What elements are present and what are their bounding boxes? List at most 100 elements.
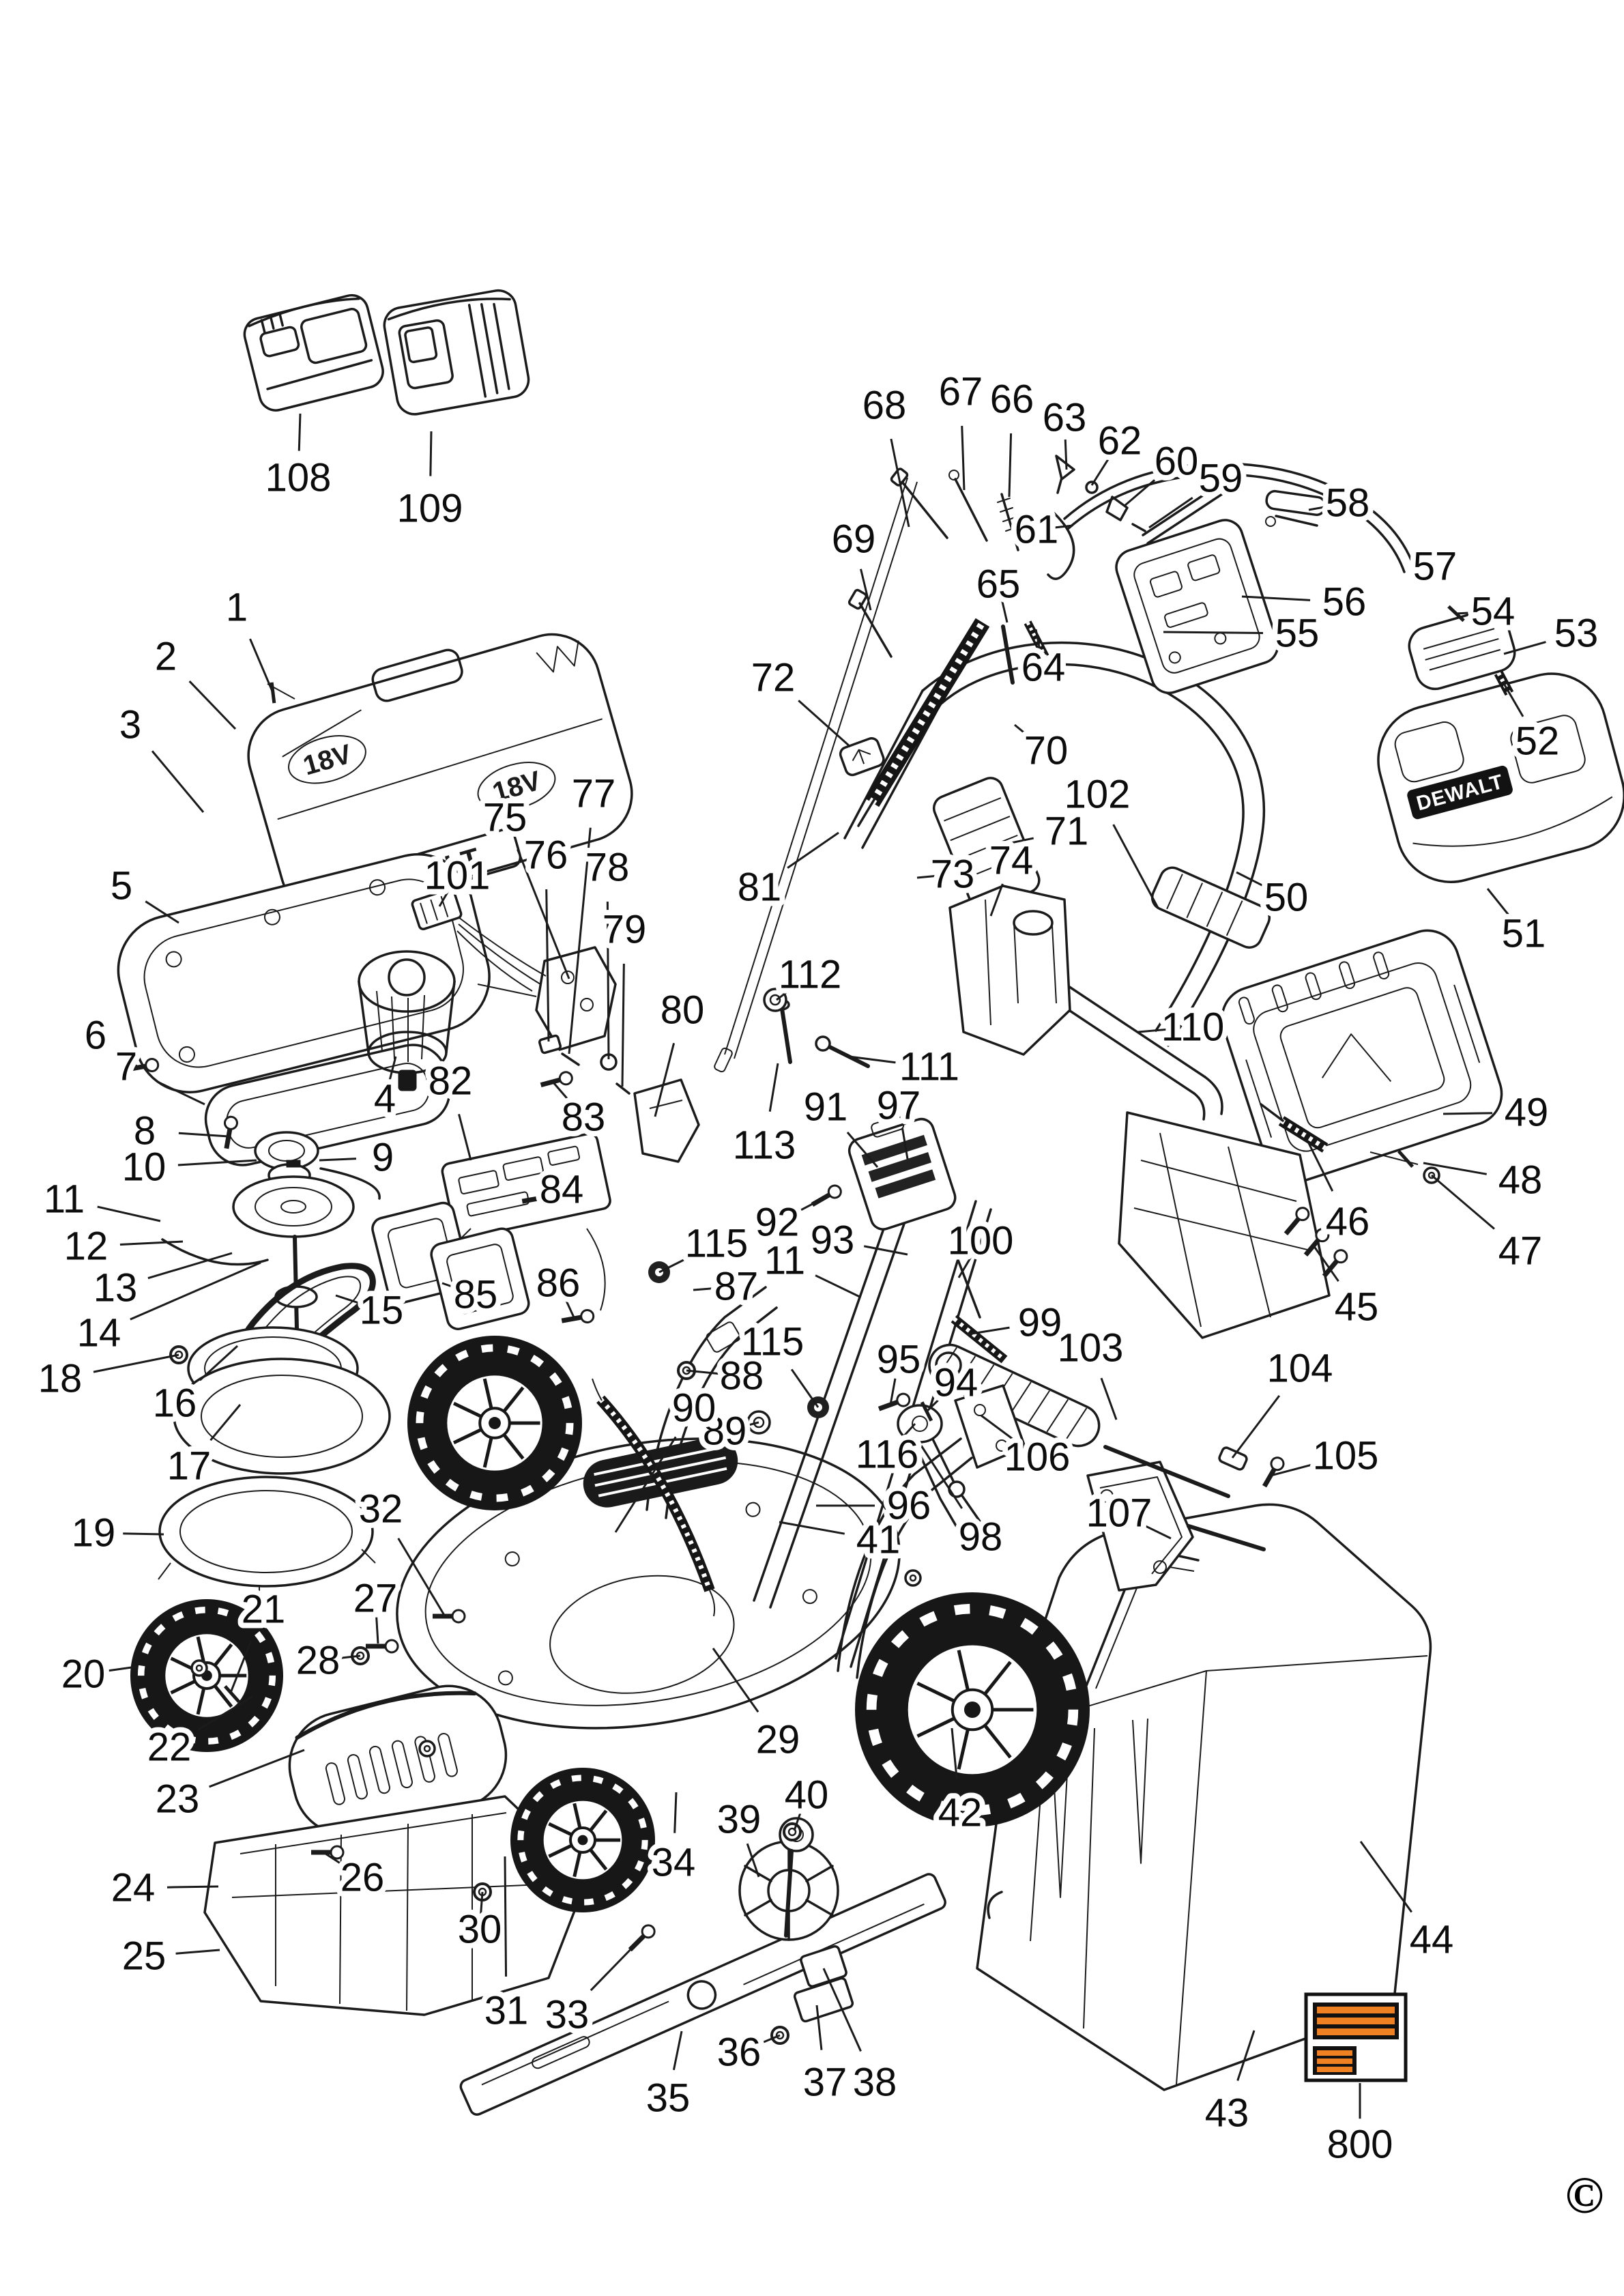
leader-line-52	[1502, 682, 1524, 717]
hardware-s	[521, 1190, 555, 1205]
leader-line-98	[920, 1445, 963, 1509]
leader-line-50	[1236, 871, 1266, 888]
part-label-20: 20	[61, 1652, 106, 1697]
coiled-cable	[592, 1378, 716, 1617]
part-label-86: 86	[536, 1261, 581, 1306]
lever-63	[1055, 455, 1075, 494]
leader-line-2	[188, 680, 237, 730]
part-label-116: 116	[856, 1433, 918, 1477]
spacer-104	[1218, 1446, 1248, 1471]
part-label-49: 49	[1505, 1091, 1549, 1135]
leader-line-21	[229, 1640, 252, 1693]
part-label-103: 103	[1058, 1326, 1124, 1371]
hardware-n	[783, 1822, 802, 1841]
leader-line-86	[564, 1297, 575, 1318]
leader-line-115	[790, 1368, 820, 1408]
part-label-89: 89	[703, 1409, 747, 1454]
leader-line-105	[1270, 1463, 1315, 1477]
leader-line-91	[846, 1131, 879, 1168]
hardware-s	[311, 1845, 345, 1860]
leader-line-22	[197, 1695, 253, 1731]
leader-line-69	[860, 569, 872, 611]
part-label-53: 53	[1554, 612, 1599, 656]
copyright-symbol: ©	[1565, 2167, 1604, 2224]
part-label-96: 96	[887, 1484, 931, 1528]
part-label-15: 15	[360, 1289, 404, 1333]
part-label-93: 93	[811, 1218, 855, 1263]
part-label-87: 87	[714, 1265, 759, 1309]
part-label-84: 84	[540, 1168, 584, 1212]
part-label-36: 36	[717, 2030, 762, 2075]
part-label-80: 80	[661, 988, 705, 1033]
roller-axle	[1103, 1445, 1230, 1498]
part-label-13: 13	[93, 1266, 138, 1310]
leader-line-112	[776, 984, 797, 1001]
part-label-107: 107	[1086, 1491, 1152, 1536]
leader-line-51	[1486, 888, 1509, 916]
leader-line-45	[1312, 1245, 1339, 1282]
part-label-54: 54	[1471, 590, 1516, 634]
leader-line-71	[987, 837, 1034, 849]
leader-line-54	[1455, 611, 1478, 615]
motor	[358, 950, 456, 1091]
handle-housing: DEWALT	[1377, 672, 1624, 883]
controller-pcb	[441, 1132, 611, 1240]
part-label-111: 111	[899, 1045, 959, 1089]
leader-line-94	[925, 1394, 944, 1413]
leader-line-115	[658, 1254, 693, 1274]
battery-85-b	[430, 1227, 530, 1330]
leader-line-106	[981, 1414, 1015, 1441]
discharge-deflector	[948, 885, 1071, 1056]
leader-line-13	[147, 1252, 233, 1280]
switch-console	[1115, 519, 1279, 694]
part-label-108: 108	[265, 456, 332, 500]
part-label-62: 62	[1098, 419, 1142, 463]
leader-line-67	[961, 425, 966, 491]
leader-line-84	[534, 1192, 551, 1201]
part-label-66: 66	[990, 377, 1034, 422]
leader-line-7	[156, 1080, 205, 1106]
hardware-p	[223, 1684, 241, 1704]
part-labels: 1234567891011111213141516171819202122232…	[33, 364, 1604, 2172]
blade-insulator	[793, 1977, 854, 2023]
leader-line-59	[1148, 497, 1193, 529]
part-label-105: 105	[1313, 1434, 1379, 1478]
leader-line-10	[177, 1159, 257, 1166]
part-label-48: 48	[1498, 1158, 1543, 1203]
hardware-s	[811, 1184, 842, 1207]
part-label-115: 115	[685, 1222, 748, 1266]
leader-line-68	[890, 438, 910, 528]
leader-line-5	[145, 900, 179, 924]
leader-line-25	[175, 1949, 220, 1955]
leader-line-102	[1112, 824, 1159, 908]
leader-line-53	[1503, 641, 1546, 655]
leader-line-77	[568, 827, 592, 1054]
part-label-24: 24	[111, 1866, 156, 1910]
part-label-39: 39	[717, 1798, 762, 1842]
part-label-12: 12	[64, 1224, 108, 1269]
part-label-63: 63	[1043, 396, 1087, 440]
roller-spring	[935, 1259, 1008, 1379]
part-label-78: 78	[585, 846, 630, 890]
part-label-9: 9	[372, 1136, 394, 1180]
part-label-76: 76	[524, 833, 568, 878]
leader-line-47	[1431, 1174, 1495, 1230]
leader-line-103	[1100, 1377, 1118, 1420]
part-label-115: 115	[741, 1320, 804, 1364]
front-housing	[288, 1684, 508, 1837]
part-label-45: 45	[1335, 1285, 1379, 1330]
leader-line-24	[166, 1885, 219, 1889]
part-label-75: 75	[483, 796, 527, 840]
leader-line-79	[621, 963, 625, 1087]
part-label-35: 35	[646, 2076, 691, 2121]
cover-80	[633, 1078, 700, 1163]
battery-pack-109	[383, 289, 530, 416]
part-label-17: 17	[167, 1444, 212, 1489]
part-label-41: 41	[856, 1518, 901, 1562]
part-label-72: 72	[751, 656, 796, 700]
part-label-26: 26	[340, 1856, 385, 1900]
part-label-58: 58	[1326, 481, 1370, 526]
leader-line-88	[686, 1369, 719, 1375]
hardware-w	[904, 1569, 922, 1587]
leader-line-107	[1140, 1523, 1172, 1540]
